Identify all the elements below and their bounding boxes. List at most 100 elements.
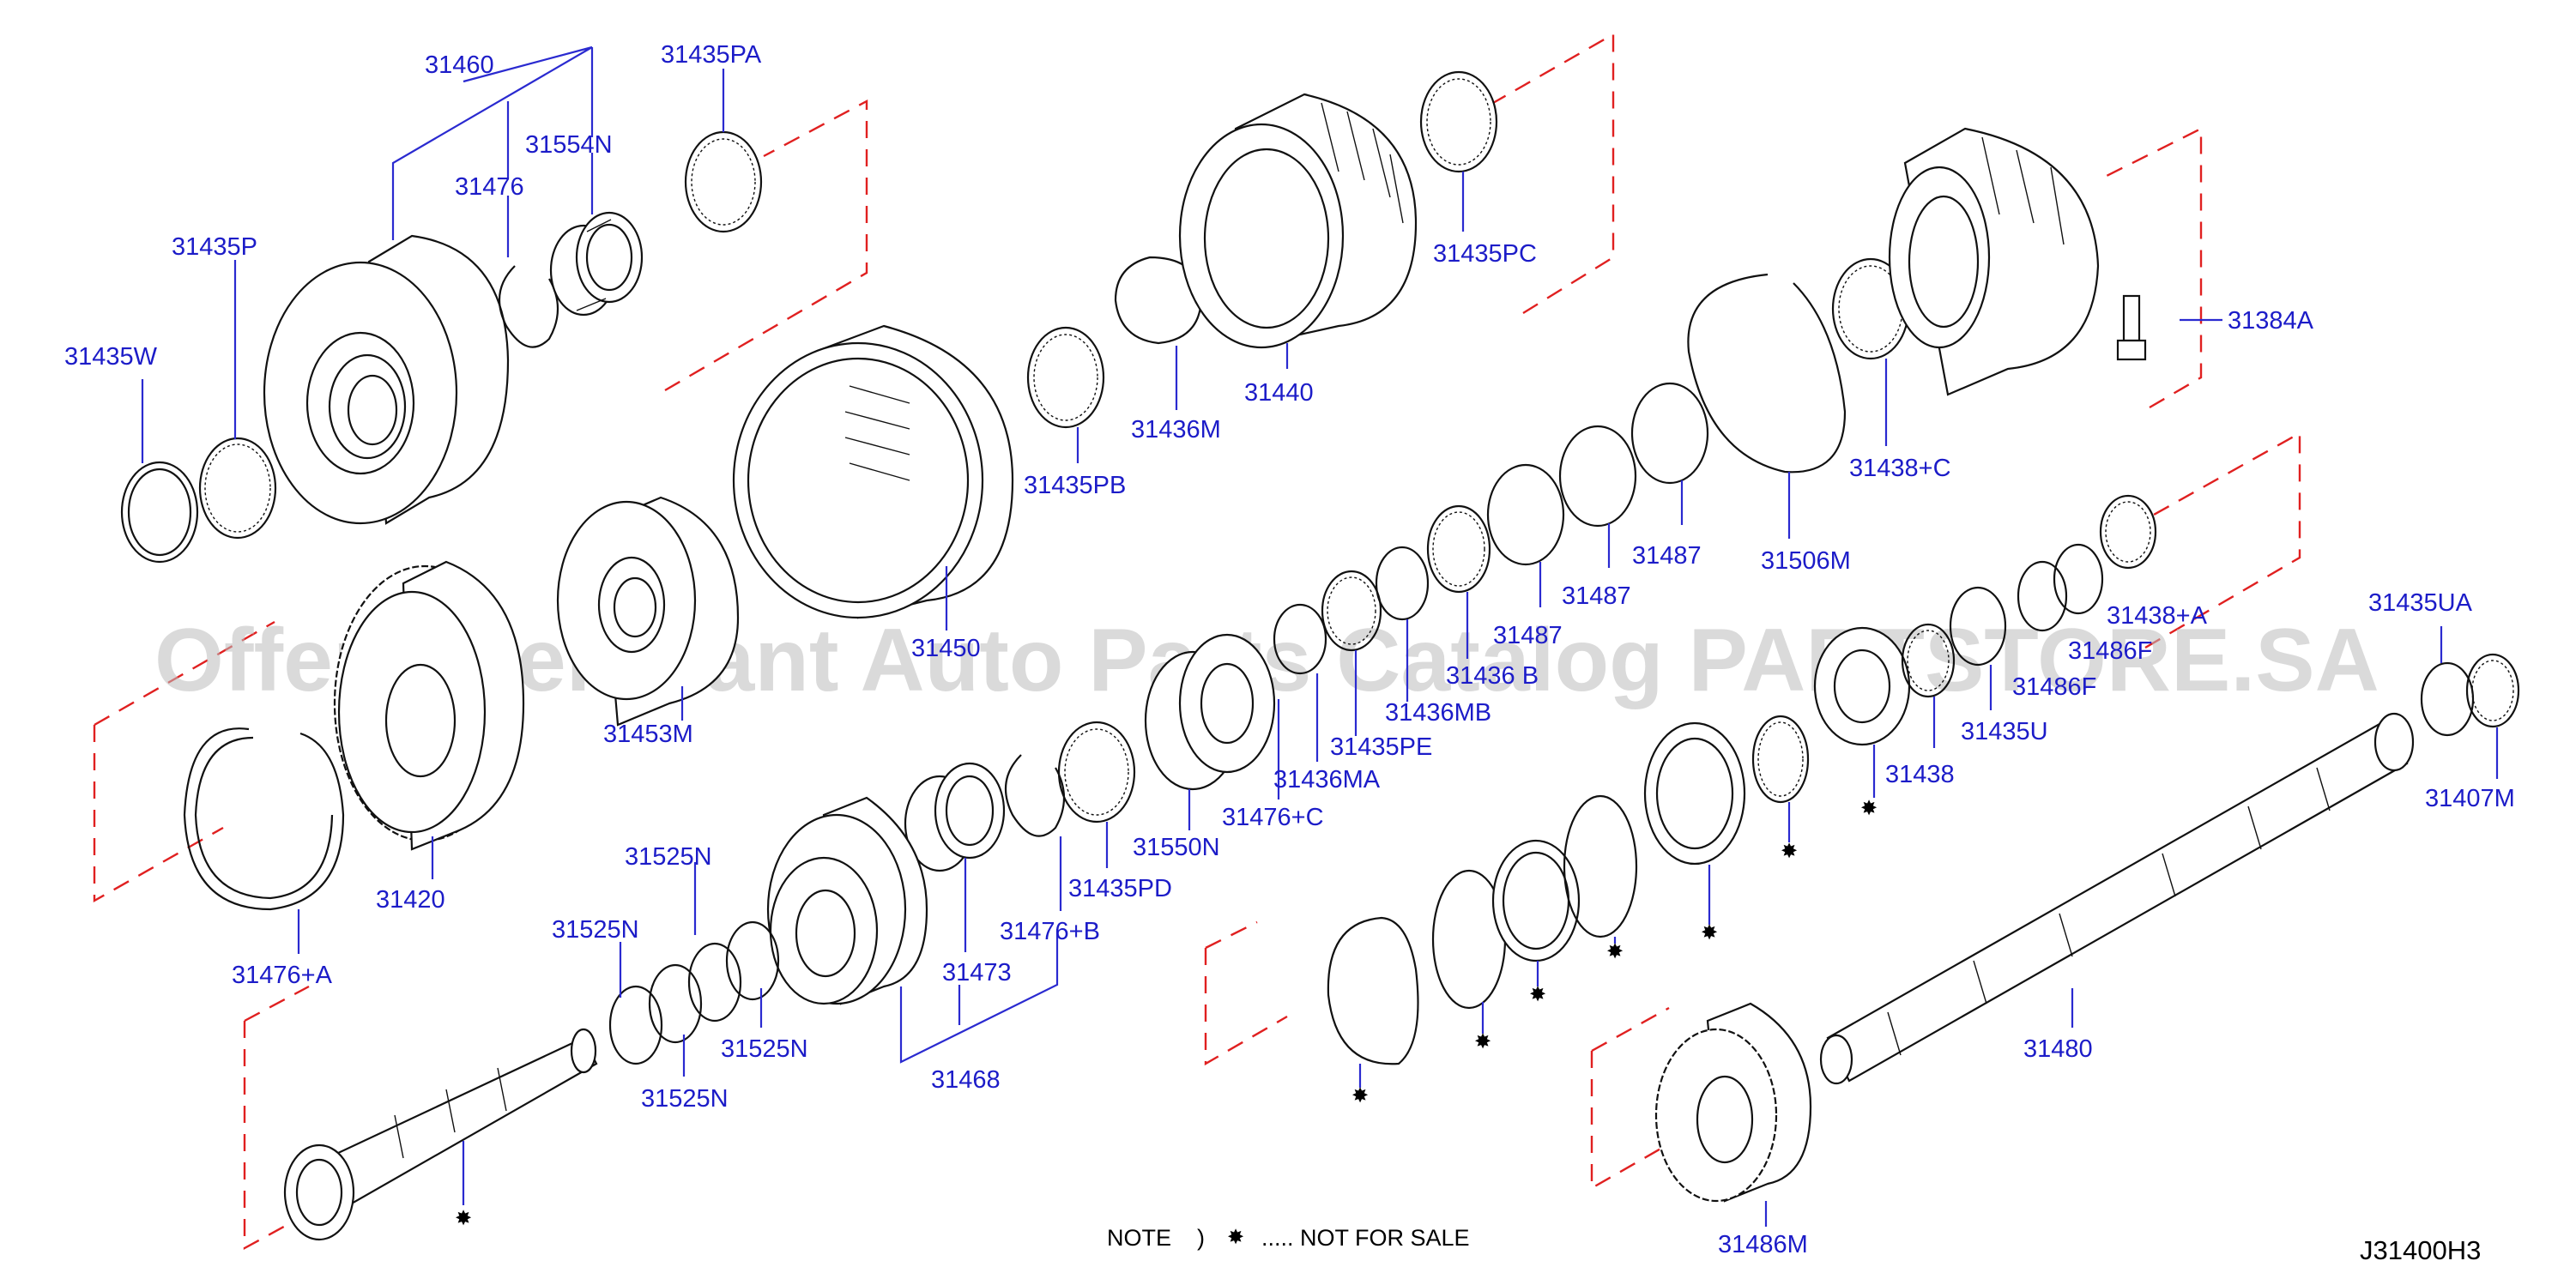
planetary-31550n-drawing	[1144, 633, 1276, 791]
shaft-31480-drawing	[1819, 712, 2415, 1085]
part-callouts: 31460 31435PA 31554N 31476 31435P 31435W…	[64, 41, 2515, 1258]
callout-31486f-a[interactable]: 31486F	[2068, 637, 2152, 665]
bolt-31384a-drawing	[2116, 294, 2147, 361]
plate-lower-middle-drawing	[1327, 916, 1419, 1065]
callout-31525n-c[interactable]: 31525N	[721, 1035, 808, 1063]
ring-31525n-b-drawing	[687, 942, 742, 1023]
callout-31435p[interactable]: 31435P	[172, 233, 257, 261]
note-prefix: NOTE	[1107, 1225, 1171, 1251]
callout-31525n-a[interactable]: 31525N	[625, 843, 712, 871]
ring-31476b-drawing	[1004, 754, 1065, 837]
callout-31550n[interactable]: 31550N	[1133, 834, 1220, 861]
callout-31480[interactable]: 31480	[2023, 1035, 2093, 1063]
callout-31438a[interactable]: 31438+A	[2107, 602, 2208, 630]
callout-31436ma[interactable]: 31436MA	[1273, 766, 1381, 793]
ring-31476a-drawing	[183, 727, 345, 911]
washer-31407m-drawing	[2465, 653, 2520, 728]
callout-31435pb[interactable]: 31435PB	[1024, 472, 1126, 499]
not-for-sale-markers: ✸ ✸ ✸ ✸ ✸ ✸ ✸ ✸	[455, 796, 1878, 1230]
gear-ring-lower-middle-drawing	[1643, 721, 1746, 866]
nfs-marker: ✸	[455, 1206, 472, 1230]
washer-lower-middle-drawing	[1751, 715, 1810, 804]
part-drawings	[120, 70, 2520, 1241]
callout-31435pd[interactable]: 31435PD	[1068, 875, 1172, 902]
callout-31420[interactable]: 31420	[376, 886, 445, 914]
diagram-code: J31400H3	[2360, 1235, 2481, 1265]
callout-31525n-d[interactable]: 31525N	[641, 1085, 729, 1113]
nfs-marker: ✸	[1781, 839, 1798, 863]
callout-31436mb[interactable]: 31436MB	[1385, 699, 1491, 727]
washer-31435pb-drawing	[1026, 326, 1105, 429]
callout-31435pe[interactable]: 31435PE	[1330, 733, 1432, 761]
ring-31487c-drawing	[1486, 463, 1565, 566]
callout-31440[interactable]: 31440	[1244, 379, 1314, 407]
callout-31476b[interactable]: 31476+B	[1000, 918, 1100, 945]
nfs-marker: ✸	[1351, 1083, 1369, 1107]
callout-31384a[interactable]: 31384A	[2228, 307, 2314, 335]
callout-31435pc[interactable]: 31435PC	[1433, 240, 1537, 268]
washer-31435pd-drawing	[1057, 721, 1136, 824]
callout-31435u[interactable]: 31435U	[1961, 718, 2048, 745]
drum-31440-drawing	[1178, 93, 1418, 349]
ring-31486f-b-drawing	[2053, 543, 2104, 615]
callout-31487-a[interactable]: 31487	[1632, 542, 1702, 570]
ring-31436ma-drawing	[1273, 603, 1327, 675]
callout-31436m[interactable]: 31436M	[1131, 416, 1221, 443]
washer-31438a-drawing	[2099, 494, 2157, 570]
washer-31436mb-drawing	[1426, 504, 1491, 594]
nfs-marker: ✸	[1529, 982, 1546, 1006]
callout-31435ua[interactable]: 31435UA	[2368, 589, 2473, 617]
callout-31450[interactable]: 31450	[911, 635, 981, 662]
ring-31476-drawing	[498, 265, 559, 348]
callout-31468[interactable]: 31468	[931, 1066, 1001, 1094]
bearing-31473-drawing	[904, 762, 1006, 872]
drum-31450-drawing	[732, 324, 1014, 619]
gear-31486m-drawing	[1654, 1002, 1812, 1203]
callout-31487-b[interactable]: 31487	[1562, 582, 1631, 610]
ring-31435p-drawing	[198, 437, 277, 540]
washer-31435pc-drawing	[1419, 70, 1498, 173]
callout-31506m[interactable]: 31506M	[1761, 547, 1851, 575]
ring-31525n-d-drawing	[608, 985, 663, 1065]
ring-lower-middle-2-drawing	[1563, 794, 1638, 938]
carrier-31453m-drawing	[556, 496, 740, 727]
ring-31506m-drawing	[1687, 273, 1847, 474]
sleeve-lower-middle-drawing	[1491, 839, 1581, 962]
callout-31460[interactable]: 31460	[425, 51, 494, 79]
callout-31473[interactable]: 31473	[942, 959, 1012, 986]
callout-31476[interactable]: 31476	[455, 173, 524, 201]
ring-31435w-drawing	[120, 461, 199, 564]
callout-31407m[interactable]: 31407M	[2425, 785, 2515, 812]
note-bracket: )	[1197, 1225, 1205, 1251]
note-text: ..... NOT FOR SALE	[1261, 1225, 1470, 1251]
bearing-31554n-drawing	[549, 211, 644, 317]
hub-31468-drawing	[766, 796, 928, 1005]
callout-31486f-b[interactable]: 31486F	[2012, 673, 2096, 701]
ring-31487b-drawing	[1558, 425, 1637, 528]
callout-31435pa[interactable]: 31435PA	[661, 41, 762, 69]
nfs-marker: ✸	[1474, 1029, 1491, 1053]
gear-31438-drawing	[1813, 626, 1911, 746]
shaft-lower-left-drawing	[283, 1028, 598, 1241]
leader-lines	[141, 45, 2499, 1227]
note-star-icon: ✸	[1227, 1225, 1244, 1249]
washer-31435pa-drawing	[684, 130, 763, 233]
callout-31525n-b[interactable]: 31525N	[552, 916, 639, 944]
callout-31554n[interactable]: 31554N	[525, 131, 613, 159]
callout-31487-c[interactable]: 31487	[1493, 622, 1563, 649]
washer-31438-inner-drawing	[1901, 623, 1956, 698]
nfs-marker: ✸	[1606, 939, 1624, 963]
callout-31438[interactable]: 31438	[1885, 761, 1955, 788]
ring-31525n-c-drawing	[648, 963, 703, 1044]
callout-31436mb-top[interactable]: 31436 B	[1446, 662, 1539, 690]
callout-31476c[interactable]: 31476+C	[1222, 804, 1324, 831]
callout-31438c[interactable]: 31438+C	[1849, 455, 1951, 482]
drum-31460-drawing	[263, 234, 510, 525]
callout-31435w[interactable]: 31435W	[64, 343, 158, 371]
ring-31435u-drawing	[1949, 586, 2007, 667]
callout-31486m[interactable]: 31486M	[1718, 1231, 1808, 1258]
callout-31476a[interactable]: 31476+A	[232, 962, 333, 989]
callout-31453m[interactable]: 31453M	[603, 721, 693, 748]
nfs-marker: ✸	[1860, 796, 1878, 820]
